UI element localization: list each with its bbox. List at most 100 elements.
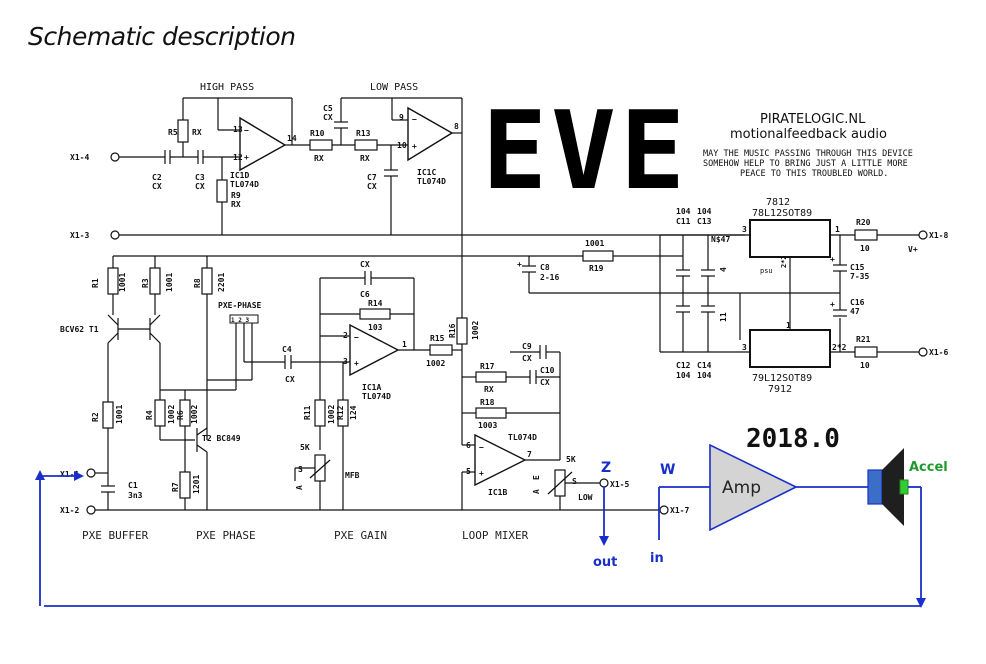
resistor-r1	[107, 267, 119, 295]
svg-text:47: 47	[850, 307, 860, 316]
pxe-phase: R8 2201 PXE-PHASE 1 2 3 R4 1002 R6 1002 …	[145, 256, 285, 542]
label-high-pass: HIGH PASS	[200, 82, 254, 93]
label-pxe-gain: PXE GAIN	[334, 529, 387, 542]
svg-text:IC1C: IC1C	[417, 168, 436, 177]
svg-text:8: 8	[454, 122, 459, 131]
brand-tagline: motionalfeedback audio	[730, 127, 887, 142]
svg-text:12: 12	[233, 153, 243, 162]
amplifier	[709, 443, 798, 532]
svg-text:TL074D: TL074D	[362, 392, 391, 401]
connector-x1-8	[918, 230, 928, 240]
svg-text:R21: R21	[856, 335, 871, 344]
svg-text:E: E	[532, 475, 541, 480]
svg-text:RX: RX	[192, 128, 202, 137]
svg-text:R17: R17	[480, 362, 495, 371]
svg-text:C5: C5	[323, 104, 333, 113]
signal-w: W	[660, 462, 675, 478]
bias-network: 1001 R19 + C8 2-16	[517, 239, 683, 294]
svg-text:R9: R9	[231, 191, 241, 200]
ground-rail: X1-3	[70, 230, 745, 257]
svg-text:5K: 5K	[300, 443, 310, 452]
resistor-r19	[582, 250, 614, 262]
svg-text:CX: CX	[195, 182, 205, 191]
svg-text:IC1A: IC1A	[362, 383, 381, 392]
svg-text:R14: R14	[368, 299, 383, 308]
svg-text:C10: C10	[540, 366, 555, 375]
low-pass-filter: LOW PASS C5 CX R13 RX C7 CX 9 10 − + 8 I…	[323, 82, 463, 318]
power-supply: 7812 78L12SOT89 3 1 2*2 3 1 2*2 79L12SOT…	[659, 197, 948, 395]
svg-text:R5: R5	[168, 128, 178, 137]
connector-x1-1	[86, 468, 96, 478]
svg-text:RX: RX	[314, 154, 324, 163]
svg-text:1001: 1001	[585, 239, 604, 248]
pxe-buffer: R1 1001 R3 1001 BCV62 T1 R2 1001 X1-1 C1…	[60, 256, 660, 542]
opamp-ic1c	[407, 106, 454, 162]
resistor-r3	[149, 267, 161, 295]
svg-text:C7: C7	[367, 173, 377, 182]
svg-text:1002: 1002	[327, 405, 336, 424]
svg-text:TL074D: TL074D	[508, 433, 537, 442]
connector-x1-3	[110, 230, 120, 240]
resistor-r15	[429, 344, 453, 356]
svg-text:C4: C4	[282, 345, 292, 354]
svg-text:X1-5: X1-5	[610, 480, 629, 489]
high-pass-filter: HIGH PASS X1-4 C2 CX C3 CX R5 RX R9 RX 1…	[70, 82, 355, 235]
svg-text:R19: R19	[589, 264, 604, 273]
signal-in: in	[650, 551, 664, 566]
resistor-r21	[854, 346, 878, 358]
svg-text:1201: 1201	[192, 475, 201, 494]
signal-out: out	[593, 555, 617, 570]
svg-text:C15: C15	[850, 263, 865, 272]
resistor-r5	[177, 119, 189, 143]
accelerometer	[899, 479, 909, 495]
label-loop-mixer: LOOP MIXER	[462, 529, 529, 542]
svg-text:+: +	[354, 359, 359, 368]
svg-text:+: +	[517, 260, 522, 269]
svg-text:1002: 1002	[471, 321, 480, 340]
svg-text:1003: 1003	[478, 421, 497, 430]
svg-text:A: A	[532, 489, 541, 494]
brand-message-line1: MAY THE MUSIC PASSING THROUGH THIS DEVIC…	[703, 149, 913, 159]
resistor-r18	[475, 407, 507, 419]
resistor-r7	[179, 471, 191, 499]
connector-x1-2	[86, 505, 96, 515]
svg-text:S: S	[298, 465, 303, 474]
svg-text:A: A	[295, 485, 304, 490]
signal-z: Z	[601, 460, 611, 476]
svg-text:104: 104	[676, 207, 691, 216]
svg-text:X1-6: X1-6	[929, 348, 948, 357]
page-title: Schematic description	[28, 22, 296, 51]
resistor-r8	[201, 267, 213, 295]
svg-text:X1-7: X1-7	[670, 506, 689, 515]
svg-text:104: 104	[697, 371, 712, 380]
potentiometer-gain	[314, 454, 326, 482]
brand-block: PIRATELOGIC.NL motionalfeedback audio MA…	[703, 112, 913, 179]
svg-text:1002: 1002	[426, 359, 445, 368]
svg-text:1002: 1002	[190, 405, 199, 424]
resistor-r14	[359, 308, 391, 320]
svg-text:CX: CX	[522, 354, 532, 363]
opamp-ic1a	[349, 323, 400, 377]
svg-text:C13: C13	[697, 217, 712, 226]
svg-text:78L12SOT89: 78L12SOT89	[752, 208, 812, 219]
svg-text:R16: R16	[448, 323, 457, 338]
svg-text:9: 9	[399, 113, 404, 122]
svg-text:PXE-PHASE: PXE-PHASE	[218, 301, 262, 310]
label-low-pass: LOW PASS	[370, 82, 418, 93]
svg-text:7-35: 7-35	[850, 272, 869, 281]
svg-text:X1-8: X1-8	[929, 231, 948, 240]
svg-text:+: +	[479, 469, 484, 478]
svg-text:CX: CX	[323, 113, 333, 122]
svg-text:R6: R6	[176, 410, 185, 420]
regulator-79l12	[749, 329, 831, 368]
svg-text:N$47: N$47	[711, 235, 730, 244]
svg-text:103: 103	[368, 323, 383, 332]
connector-x1-7	[659, 505, 669, 515]
version-year: 2018.0	[746, 424, 840, 454]
connector-label-x1-3: X1-3	[70, 231, 89, 240]
speaker-magnet	[867, 469, 883, 505]
resistor-r20	[854, 229, 878, 241]
svg-text:4: 4	[719, 267, 728, 272]
